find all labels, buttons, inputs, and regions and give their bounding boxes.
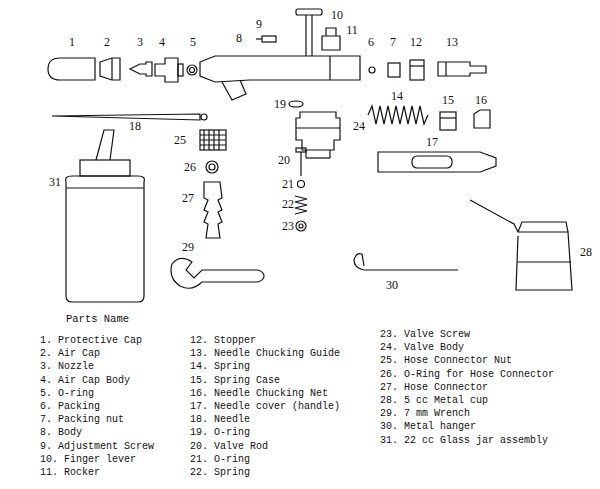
part-name: 29. 7 mm Wrench [380, 409, 470, 419]
part-name: 12. Stopper [190, 336, 256, 346]
part-name: 13. Needle Chucking Guide [190, 349, 340, 359]
part-name: 16. Needle Chucking Net [190, 389, 328, 399]
callout-number: 18 [129, 120, 141, 132]
callout-number: 27 [182, 192, 194, 204]
callout-number: 21 [282, 178, 294, 190]
part-name: 2. Air Cap [40, 349, 100, 359]
part-name: 5. O-ring [40, 389, 94, 399]
list-title: Parts Name [66, 314, 129, 325]
part-name: 18. Needle [190, 415, 250, 425]
callout-number: 3 [137, 36, 143, 48]
callout-number: 23 [282, 220, 294, 232]
part-name: 3. Nozzle [40, 362, 94, 372]
callout-number: 5 [190, 36, 196, 48]
callout-number: 22 [282, 198, 294, 210]
part-name: 20. Valve Rod [190, 442, 268, 452]
callout-number: 28 [580, 246, 592, 258]
callout-number: 16 [475, 94, 487, 106]
part-name: 15. Spring Case [190, 376, 280, 386]
part-name: 28. 5 cc Metal cup [380, 396, 488, 406]
callout-number: 13 [446, 36, 458, 48]
callout-number: 9 [256, 18, 262, 30]
callout-number: 1 [69, 36, 75, 48]
part-name: 25. Hose Connector Nut [380, 356, 512, 366]
callout-number: 15 [442, 94, 454, 106]
part-name: 9. Adjustment Screw [40, 442, 154, 452]
callout-number: 26 [184, 161, 196, 173]
part-name: 7. Packing nut [40, 415, 124, 425]
callout-number: 30 [386, 279, 398, 291]
callout-number: 8 [236, 32, 242, 44]
callout-number: 20 [278, 154, 290, 166]
part-name: 22. Spring [190, 468, 250, 478]
part-name: 31. 22 cc Glass jar assembly [380, 436, 548, 446]
callout-number: 24 [353, 120, 365, 132]
callout-number: 29 [182, 241, 194, 253]
callout-number: 7 [390, 36, 396, 48]
callout-number: 14 [391, 90, 403, 102]
part-name: 11. Rocker [40, 468, 100, 478]
part-name: 23. Valve Screw [380, 330, 470, 340]
part-name: 17. Needle cover (handle) [190, 402, 340, 412]
callout-number: 6 [368, 36, 374, 48]
part-name: 26. O-Ring for Hose Connector [380, 370, 554, 380]
callout-number: 31 [49, 176, 61, 188]
callout-number: 11 [346, 24, 358, 36]
callout-number: 12 [410, 36, 422, 48]
part-name: 21. O-ring [190, 455, 250, 465]
part-name: 27. Hose Connector [380, 383, 488, 393]
part-name: 4. Air Cap Body [40, 376, 130, 386]
part-name: 10. Finger lever [40, 455, 136, 465]
callout-number: 19 [274, 98, 286, 110]
part-name: 1. Protective Cap [40, 336, 142, 346]
part-name: 19. O-ring [190, 428, 250, 438]
part-name: 14. Spring [190, 362, 250, 372]
part-name: 8. Body [40, 428, 82, 438]
part-name: 30. Metal hanger [380, 422, 476, 432]
callout-number: 4 [159, 36, 165, 48]
part-name: 6. Packing [40, 402, 100, 412]
callout-number: 10 [331, 9, 343, 21]
callout-number: 17 [426, 136, 438, 148]
part-name: 24. Valve Body [380, 343, 464, 353]
callout-number: 25 [174, 134, 186, 146]
callout-number: 2 [104, 36, 110, 48]
